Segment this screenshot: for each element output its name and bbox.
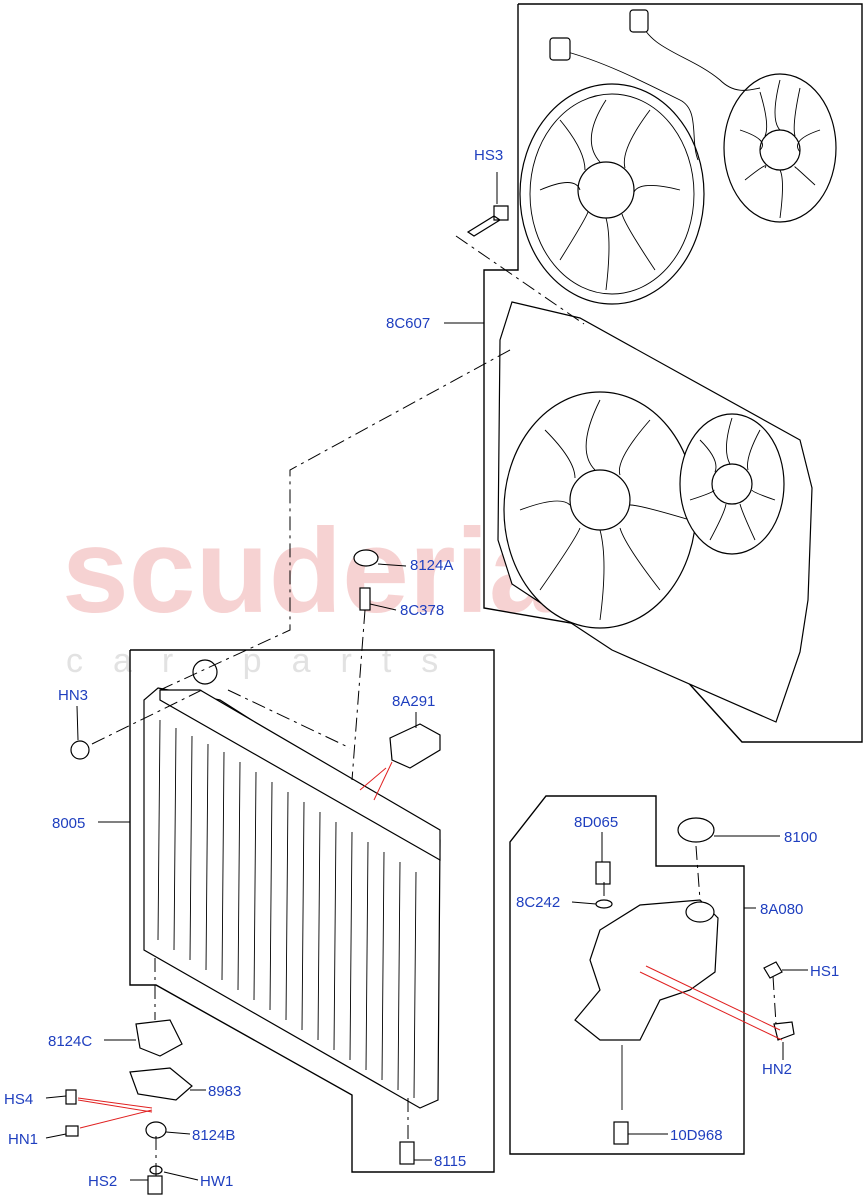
mount-8124B[interactable] bbox=[145, 1121, 167, 1139]
radiator-inlet bbox=[192, 659, 218, 685]
label-8C607[interactable]: 8C607 bbox=[386, 315, 430, 332]
label-8D065[interactable]: 8D065 bbox=[574, 814, 618, 831]
bolt-HS2[interactable] bbox=[147, 1175, 163, 1195]
nut-HN2[interactable] bbox=[773, 1021, 795, 1041]
fan-shroud-large-blades bbox=[519, 399, 691, 621]
label-8100[interactable]: 8100 bbox=[784, 829, 817, 846]
label-8124B[interactable]: 8124B bbox=[192, 1127, 235, 1144]
assembly-line-cap bbox=[695, 845, 701, 901]
radiator-fins bbox=[157, 719, 417, 1099]
label-HS3[interactable]: HS3 bbox=[474, 147, 503, 164]
radiator[interactable] bbox=[143, 659, 441, 1109]
nut-HN3[interactable] bbox=[70, 740, 90, 760]
label-8124C[interactable]: 8124C bbox=[48, 1033, 92, 1050]
small-fan-hub bbox=[759, 129, 801, 171]
large-fan-connector bbox=[549, 37, 571, 61]
watermark-main: scuderia bbox=[62, 504, 557, 638]
large-fan-hub bbox=[577, 161, 635, 219]
screw-HS1[interactable] bbox=[763, 961, 783, 979]
valve-8D065[interactable] bbox=[595, 861, 611, 885]
label-HN1[interactable]: HN1 bbox=[8, 1131, 38, 1148]
small-fan-connector bbox=[629, 9, 649, 33]
label-8124A[interactable]: 8124A bbox=[410, 557, 453, 574]
nut-HN1[interactable] bbox=[65, 1125, 79, 1137]
fan-shroud-small-blades bbox=[689, 417, 776, 541]
large-fan-inner-ring bbox=[529, 93, 695, 295]
bracket-8983[interactable] bbox=[129, 1067, 193, 1101]
assembly-line-hn3 bbox=[91, 687, 207, 745]
assembly-line-top bbox=[227, 689, 351, 749]
watermark-sub: car parts bbox=[66, 642, 468, 680]
label-HW1[interactable]: HW1 bbox=[200, 1173, 233, 1190]
expansion-tank-frame bbox=[509, 795, 745, 1155]
plug-8124A[interactable] bbox=[353, 549, 379, 567]
large-fan[interactable] bbox=[519, 37, 705, 305]
assembly-lines bbox=[91, 235, 777, 1176]
leader-lines bbox=[45, 172, 808, 1181]
fan-shroud[interactable] bbox=[497, 301, 813, 723]
mount-8124C[interactable] bbox=[135, 1019, 183, 1057]
label-8A291[interactable]: 8A291 bbox=[392, 693, 435, 710]
bolt-HS4[interactable] bbox=[65, 1089, 77, 1105]
small-fan-blades bbox=[739, 79, 821, 219]
expansion-tank-neck bbox=[685, 901, 715, 923]
expansion-tank[interactable] bbox=[574, 899, 719, 1110]
label-HN2[interactable]: HN2 bbox=[762, 1061, 792, 1078]
label-8A080[interactable]: 8A080 bbox=[760, 901, 803, 918]
label-10D968[interactable]: 10D968 bbox=[670, 1127, 723, 1144]
label-8115[interactable]: 8115 bbox=[434, 1153, 466, 1170]
label-HS4[interactable]: HS4 bbox=[4, 1091, 33, 1108]
label-HS2[interactable]: HS2 bbox=[88, 1173, 117, 1190]
label-8C242[interactable]: 8C242 bbox=[516, 894, 560, 911]
small-fan-cable bbox=[639, 19, 761, 91]
assembly-line-hs1 bbox=[772, 975, 777, 1025]
cap-8100[interactable] bbox=[677, 817, 715, 843]
seal-8C242[interactable] bbox=[595, 899, 613, 909]
fan-shroud-large-hub bbox=[569, 469, 631, 531]
clip-8C378[interactable] bbox=[359, 587, 371, 611]
assembly-line-clip bbox=[351, 609, 366, 781]
label-8983[interactable]: 8983 bbox=[208, 1083, 241, 1100]
large-fan-blades bbox=[539, 99, 681, 291]
mount-8115[interactable] bbox=[399, 1141, 415, 1165]
label-HN3[interactable]: HN3 bbox=[58, 687, 88, 704]
part-labels: HS3 8C607 8124A 8C378 HN3 8A291 8005 8D0… bbox=[4, 147, 839, 1190]
label-8C378[interactable]: 8C378 bbox=[400, 602, 444, 619]
watermark: scuderia car parts bbox=[62, 504, 557, 680]
radiator-frame bbox=[129, 649, 495, 1173]
small-fan[interactable] bbox=[629, 9, 837, 223]
label-8005[interactable]: 8005 bbox=[52, 815, 85, 832]
assembly-line-shroud-radiator bbox=[159, 349, 511, 691]
assembly-line-hs3 bbox=[455, 235, 585, 325]
label-HS1[interactable]: HS1 bbox=[810, 963, 839, 980]
fan-shroud-small-hub bbox=[711, 463, 753, 505]
sensor-10D968[interactable] bbox=[613, 1121, 629, 1145]
radiator-top-tank bbox=[159, 689, 441, 862]
large-fan-cable bbox=[559, 49, 699, 161]
bolt-HS3[interactable] bbox=[466, 205, 509, 237]
bracket-8A291[interactable] bbox=[389, 723, 441, 769]
